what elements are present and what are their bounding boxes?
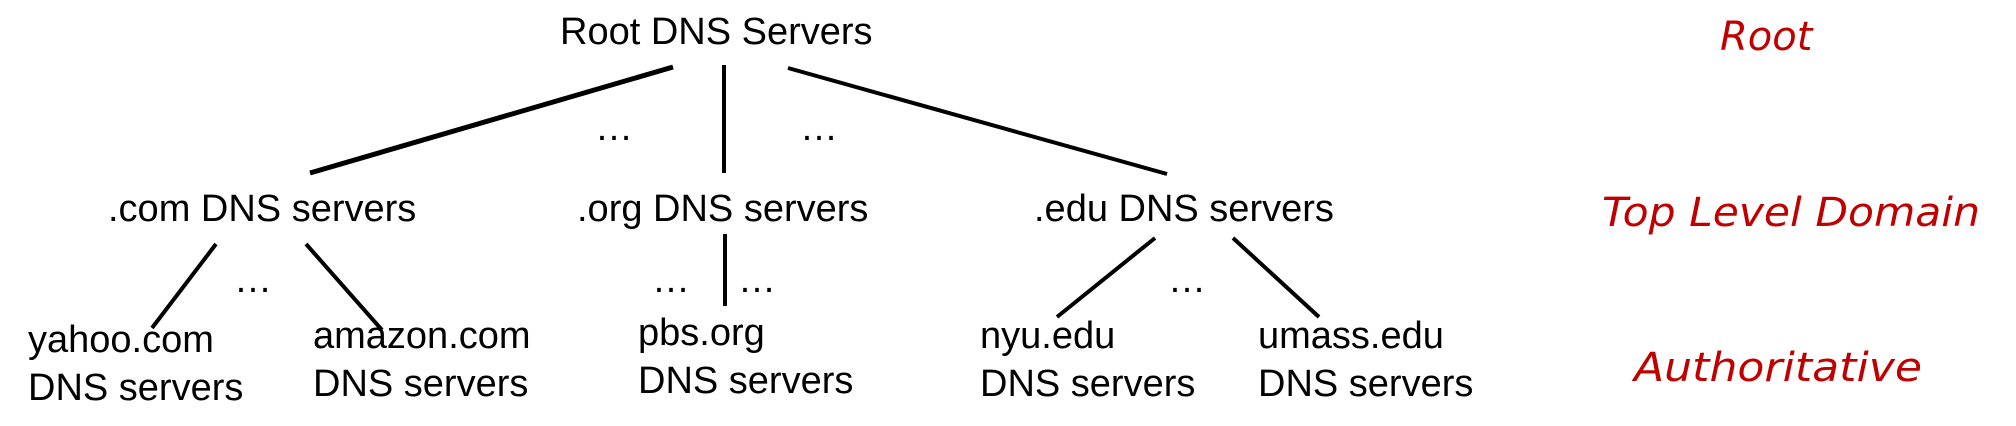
ellipsis-com: …	[234, 259, 272, 301]
yahoo-node: yahoo.com DNS servers	[28, 319, 243, 409]
umass-dns-servers-label: DNS servers	[1258, 363, 1473, 405]
nyu-dns-servers-label: DNS servers	[980, 363, 1195, 405]
yahoo-dns-servers-label: DNS servers	[28, 367, 243, 409]
ellipsis-org-right: …	[738, 259, 776, 301]
ellipsis-org-left: …	[652, 259, 690, 301]
nyu-node: nyu.edu DNS servers	[980, 315, 1195, 405]
edge-edu-umass	[1231, 236, 1321, 319]
umass-label: umass.edu	[1258, 315, 1444, 357]
root-dns-servers-label: Root DNS Servers	[560, 11, 873, 53]
pbs-node: pbs.org DNS servers	[638, 312, 853, 402]
yahoo-label: yahoo.com	[28, 319, 214, 361]
edge-com-yahoo	[150, 242, 218, 330]
level-authoritative-label: Authoritative	[1631, 345, 1922, 391]
level-root-label: Root	[1720, 14, 1814, 60]
amazon-node: amazon.com DNS servers	[313, 315, 531, 405]
amazon-dns-servers-label: DNS servers	[313, 363, 528, 405]
edge-root-com	[309, 64, 674, 176]
amazon-label: amazon.com	[313, 315, 531, 357]
umass-node: umass.edu DNS servers	[1258, 315, 1473, 405]
org-dns-servers-label: .org DNS servers	[577, 188, 868, 230]
ellipsis-root-left: …	[595, 107, 633, 149]
edge-com-amazon	[304, 242, 384, 332]
nyu-label: nyu.edu	[980, 315, 1115, 357]
pbs-dns-servers-label: DNS servers	[638, 360, 853, 402]
edge-root-edu	[787, 66, 1168, 176]
pbs-label: pbs.org	[638, 312, 765, 354]
com-dns-servers-label: .com DNS servers	[108, 188, 416, 230]
level-tld-label: Top Level Domain	[1602, 190, 1980, 236]
ellipsis-edu: …	[1168, 259, 1206, 301]
edge-edu-nyu	[1055, 236, 1157, 319]
edu-dns-servers-label: .edu DNS servers	[1034, 188, 1334, 230]
ellipsis-root-right: …	[800, 107, 838, 149]
